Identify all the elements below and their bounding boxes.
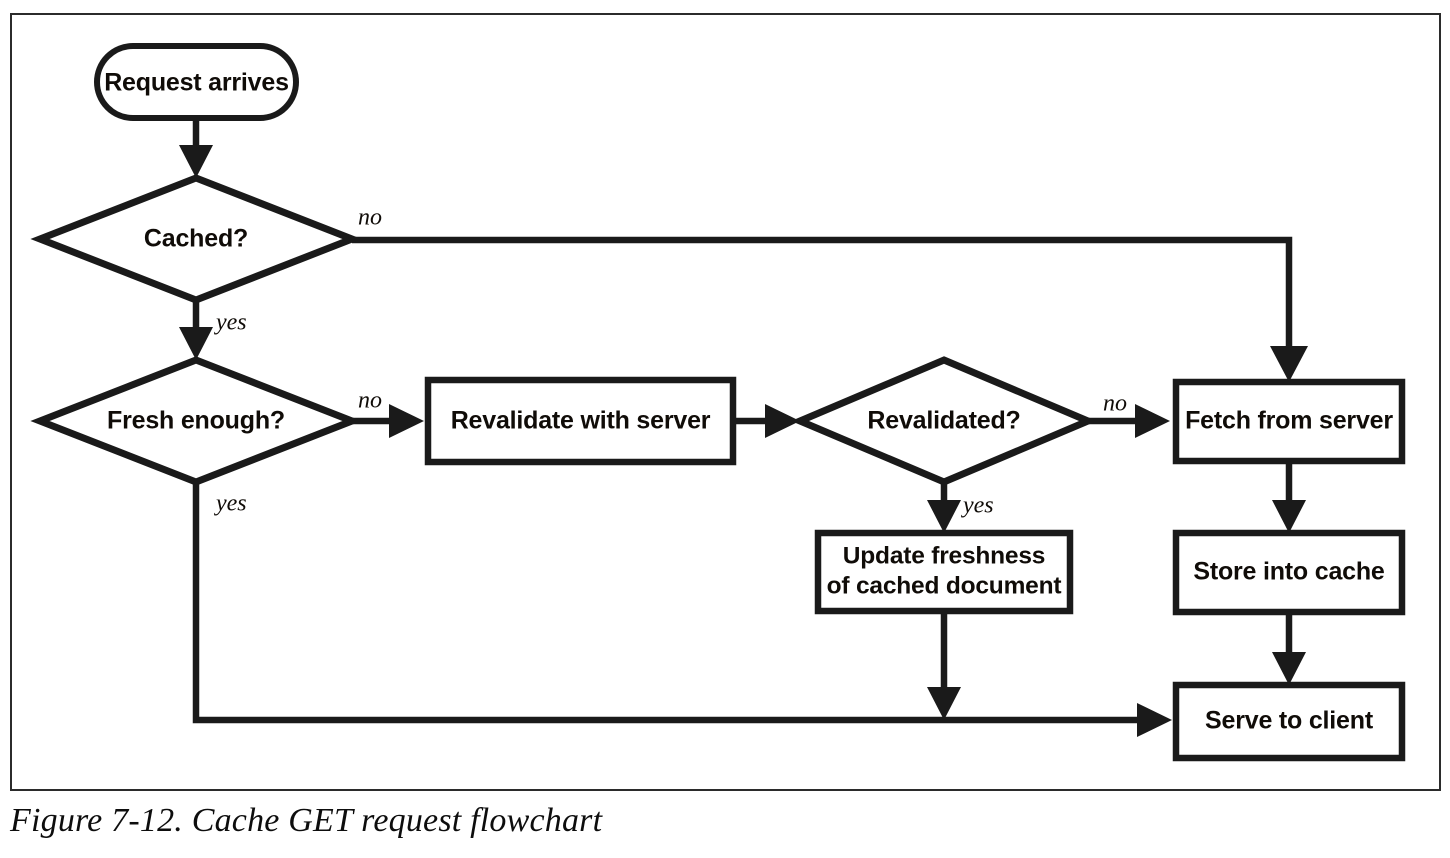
node-revalidate-with-server-label: Revalidate with server — [451, 407, 711, 435]
node-request-arrives[interactable]: Request arrives — [94, 43, 299, 121]
edge-revalidated-no-to-fetch — [1088, 404, 1170, 438]
figure-frame — [10, 13, 1441, 791]
edge-update-to-serve — [927, 611, 961, 720]
edge-cached-yes-to-fresh — [179, 300, 213, 360]
edge-label-revalidated-yes: yes — [961, 493, 994, 519]
node-fresh-enough-decision[interactable]: Fresh enough? — [30, 356, 362, 486]
node-store-into-cache[interactable]: Store into cache — [1172, 529, 1406, 616]
node-serve-to-client[interactable]: Serve to client — [1172, 681, 1406, 762]
node-revalidated-decision[interactable]: Revalidated? — [791, 356, 1097, 486]
edge-revalidated-yes-to-update — [927, 482, 961, 533]
edge-request-to-cached — [179, 118, 213, 178]
node-fetch-from-server-label: Fetch from server — [1185, 407, 1393, 435]
edge-label-fresh-no: no — [358, 388, 382, 414]
node-revalidated-label: Revalidated? — [867, 407, 1020, 435]
node-cached-decision[interactable]: Cached? — [30, 174, 362, 304]
node-revalidate-with-server[interactable]: Revalidate with server — [424, 376, 737, 466]
edge-label-cached-no: no — [358, 205, 382, 231]
node-update-freshness-label-line1: Update freshness — [843, 542, 1045, 569]
edge-label-cached-yes: yes — [214, 310, 247, 336]
node-store-into-cache-label: Store into cache — [1193, 558, 1385, 586]
node-fetch-from-server[interactable]: Fetch from server — [1172, 378, 1406, 465]
edge-label-revalidated-no: no — [1103, 391, 1127, 417]
edge-cached-no-to-fetch — [352, 236, 1308, 382]
node-cached-label: Cached? — [144, 225, 248, 253]
node-update-freshness[interactable]: Update freshness of cached document — [814, 529, 1074, 615]
node-request-arrives-label: Request arrives — [104, 69, 289, 97]
edge-fresh-yes-to-serve — [192, 482, 1172, 737]
edge-store-to-serve — [1272, 612, 1306, 685]
edge-revalidate-to-revalidated — [733, 404, 800, 438]
node-serve-to-client-label: Serve to client — [1205, 707, 1374, 735]
edge-label-fresh-yes: yes — [214, 491, 247, 517]
edge-fetch-to-store — [1272, 461, 1306, 533]
node-update-freshness-label-line2: of cached document — [827, 572, 1062, 599]
figure-caption: Figure 7-12. Cache GET request flowchart — [10, 802, 603, 839]
node-fresh-enough-label: Fresh enough? — [107, 407, 285, 435]
